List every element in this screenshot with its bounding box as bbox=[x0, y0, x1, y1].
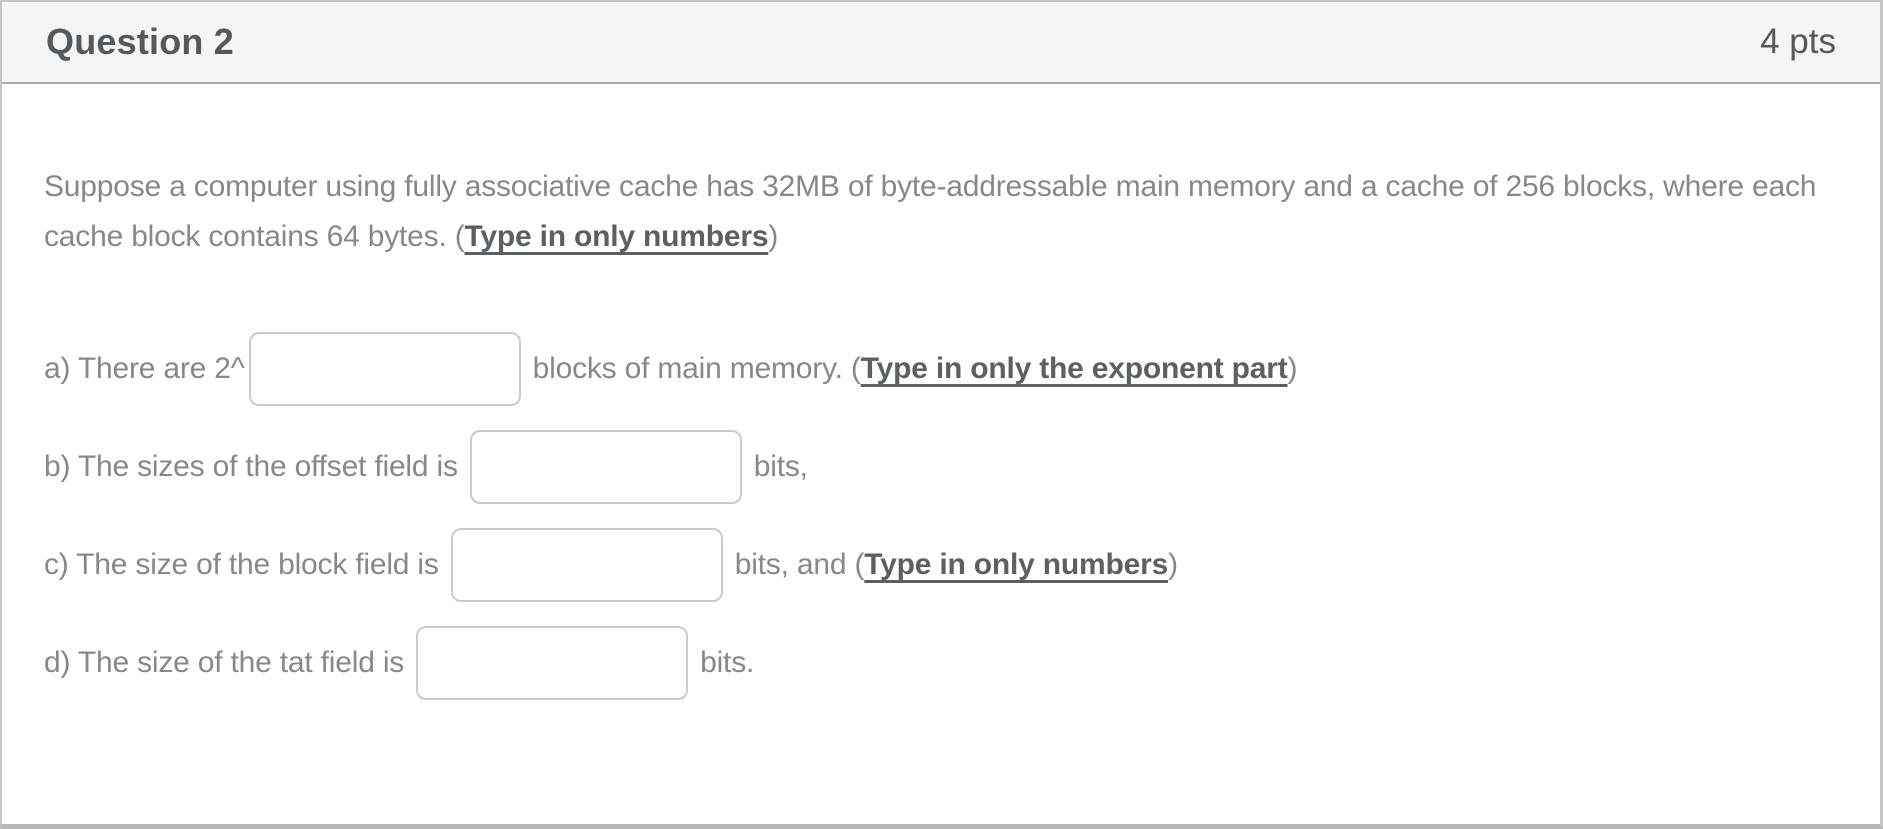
question-header: Question 2 4 pts bbox=[2, 2, 1880, 84]
answer-d-suffix: bits. bbox=[700, 646, 755, 679]
answer-d-prefix: d) The size of the tat field is bbox=[44, 646, 405, 679]
answer-row-d: d) The size of the tat field is bits. bbox=[44, 626, 1838, 700]
answer-b-input[interactable] bbox=[469, 430, 742, 504]
answer-c-emphasis: Type in only numbers bbox=[864, 548, 1169, 581]
answer-row-b: b) The sizes of the offset field is bits, bbox=[44, 430, 1838, 504]
question-text-close-paren: ) bbox=[768, 220, 779, 253]
question-text-emphasis: Type in only numbers bbox=[464, 220, 769, 253]
question-points: 4 pts bbox=[1760, 22, 1836, 61]
answer-a-emphasis: Type in only the exponent part bbox=[860, 352, 1288, 385]
answer-row-a: a) There are 2^ blocks of main memory. (T… bbox=[44, 332, 1838, 406]
answer-c-input[interactable] bbox=[450, 528, 723, 602]
answer-b-suffix: bits, bbox=[753, 450, 808, 483]
answer-c-suffix: bits, and ( bbox=[734, 548, 865, 581]
question-text-main: Suppose a computer using fully associati… bbox=[44, 170, 1817, 253]
answer-a-close-paren: ) bbox=[1287, 352, 1298, 385]
question-body: Suppose a computer using fully associati… bbox=[2, 162, 1880, 700]
answer-a-input[interactable] bbox=[248, 332, 521, 406]
answer-row-c: c) The size of the block field is bits, a… bbox=[44, 528, 1838, 602]
answer-a-suffix: blocks of main memory. ( bbox=[532, 352, 861, 385]
answer-a-prefix: a) There are 2^ bbox=[44, 352, 245, 385]
question-title: Question 2 bbox=[46, 21, 235, 62]
question-text: Suppose a computer using fully associati… bbox=[44, 162, 1838, 262]
answer-b-prefix: b) The sizes of the offset field is bbox=[44, 450, 458, 483]
answer-d-input[interactable] bbox=[416, 626, 689, 700]
answer-c-prefix: c) The size of the block field is bbox=[44, 548, 439, 581]
answer-c-close-paren: ) bbox=[1168, 548, 1178, 581]
